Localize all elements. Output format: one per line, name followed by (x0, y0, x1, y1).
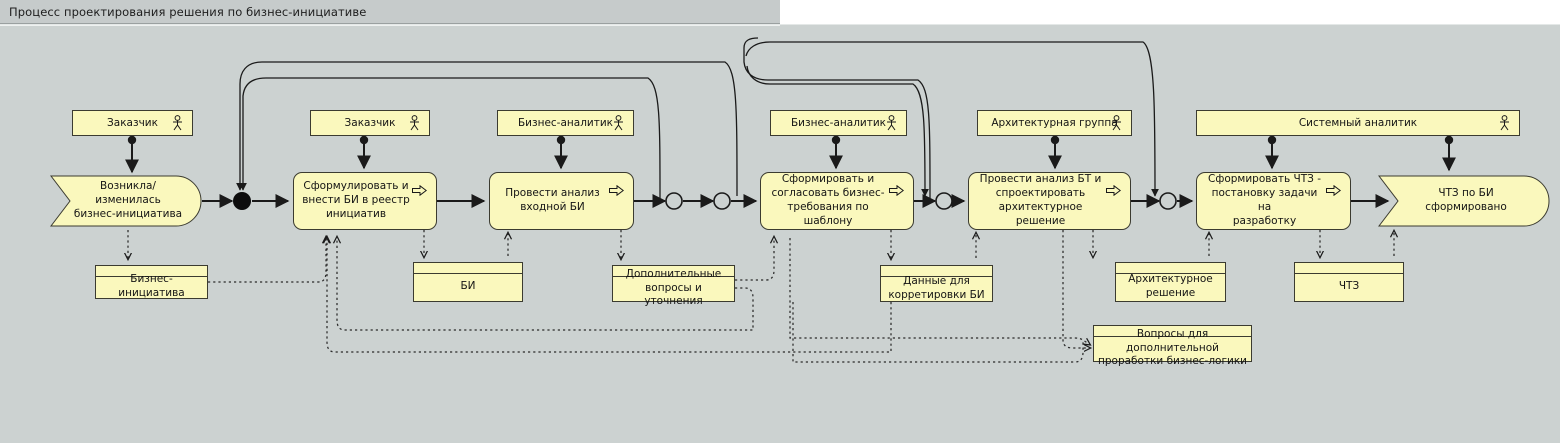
data-object-label: Бизнес-инициатива (118, 273, 185, 299)
data-object-band (1295, 263, 1403, 274)
assoc-d4-to-p1 (327, 238, 892, 353)
window-titlebar: Процесс проектирования решения по бизнес… (0, 0, 780, 24)
actor-label: Системный аналитик (1298, 117, 1418, 129)
data-association-links (128, 230, 1394, 363)
feedback-arrowhead-j3 (746, 65, 929, 197)
feedback-j2-to-merge (236, 61, 738, 197)
actor-biznes-analitik-2[interactable]: Бизнес-аналитик (770, 110, 907, 136)
feedback-j1-to-merge (239, 77, 661, 199)
actor-zakazchik-2[interactable]: Заказчик (310, 110, 430, 136)
assoc-p3-to-d7 (789, 238, 1089, 344)
end-event[interactable]: ЧТЗ по БИ сформировано (1377, 175, 1550, 227)
diagram-canvas[interactable] (0, 24, 1560, 443)
stick-figure-icon (410, 115, 419, 131)
window-title: Процесс проектирования решения по бизнес… (9, 4, 367, 19)
assoc-d1-to-p1 (208, 238, 326, 283)
assoc-bottom-rail (792, 302, 1084, 363)
main-flow-connectors (125, 135, 1456, 208)
actor-label: Бизнес-аналитик (517, 117, 614, 129)
stick-figure-icon (173, 115, 182, 131)
end-event-label: ЧТЗ по БИ сформировано (1425, 187, 1507, 213)
process-arrow-icon (1106, 185, 1121, 196)
feedback-j3-up (743, 37, 931, 199)
process-arrow-icon (1326, 185, 1341, 196)
data-object-label: ЧТЗ (1338, 280, 1360, 293)
assoc-p4-to-d7 (1062, 230, 1089, 348)
actor-arhitekturnaya-gruppa[interactable]: Архитектурная группа (977, 110, 1132, 136)
data-object-band (881, 266, 992, 277)
data-object-band (414, 263, 522, 274)
process-arrow-icon (412, 185, 427, 196)
stick-figure-icon (1500, 115, 1509, 131)
start-event-shape (49, 175, 202, 227)
actor-biznes-analitik-1[interactable]: Бизнес-аналитик (497, 110, 634, 136)
actor-label: Заказчик (107, 117, 158, 129)
data-object-band (1094, 326, 1251, 337)
data-object-bi[interactable]: БИ (413, 262, 523, 302)
data-object-band (613, 266, 734, 277)
stick-figure-icon (887, 115, 896, 131)
assoc-d3-to-p3 (735, 238, 774, 281)
data-object-biznes-iniciativa[interactable]: Бизнес-инициатива (95, 265, 208, 299)
feedback-connectors (236, 37, 1159, 199)
actor-label: Бизнес-аналитик (790, 117, 887, 129)
actor-sistemnyy-analitik[interactable]: Системный аналитик (1196, 110, 1520, 136)
actor-label: Заказчик (344, 117, 396, 129)
end-event-shape (1377, 175, 1550, 227)
actor-zakazchik-1[interactable]: Заказчик (72, 110, 193, 136)
data-object-label: БИ (460, 280, 476, 293)
assoc-d3-to-p1 (337, 238, 754, 331)
data-object-chtz[interactable]: ЧТЗ (1294, 262, 1404, 302)
stick-figure-icon (614, 115, 623, 131)
actor-label: Архитектурная группа (991, 117, 1118, 129)
data-object-band (96, 266, 207, 277)
process-arrow-icon (889, 185, 904, 196)
feedback-j4-to-j2 (745, 41, 1159, 197)
process-arrow-icon (609, 185, 624, 196)
data-object-band (1116, 263, 1225, 274)
stick-figure-icon (1112, 115, 1121, 131)
